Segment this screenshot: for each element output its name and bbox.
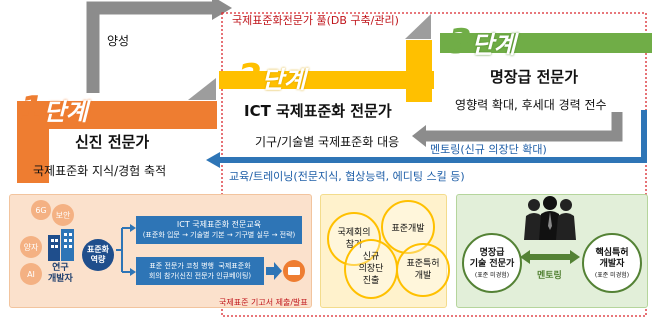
stage1-heading: 1단계: [20, 92, 88, 126]
stage3-heading: 3단계: [448, 25, 516, 59]
nurture-arrow: [86, 1, 214, 93]
stage2-number: 2: [238, 57, 262, 97]
education-arrow: [218, 110, 647, 163]
stage2-desc: 기구/기술별 국제표준화 대응: [255, 135, 400, 149]
stage1-desc: 국제표준화 지식/경험 축적: [33, 164, 167, 178]
training-box: ICT 국제표준화 전문교육 (표준화 입문 → 기술별 기본 → 기구별 실무…: [136, 216, 302, 244]
patent-developer-label: 핵심특허 개발자: [595, 247, 629, 269]
capability-badge: 표준화 역량: [82, 239, 114, 271]
mentoring-double-arrow: [520, 250, 580, 264]
master-expert-sub: (표준 미경험): [474, 271, 510, 279]
stage1-title: 신진 전문가: [75, 133, 150, 151]
stage3-bar: [440, 33, 652, 53]
nurture-label: 양성: [107, 34, 130, 48]
master-expert-circle: 명장급 기술 전문가 (표준 미경험): [462, 233, 522, 293]
master-expert-label: 명장급 기술 전문가: [469, 247, 515, 269]
patent-developer-sub: (표준 미경험): [594, 271, 630, 279]
stage2-bar: [219, 71, 434, 89]
stage1-number: 1: [20, 89, 44, 129]
building-icon: [48, 229, 74, 261]
people-icon: [524, 196, 576, 240]
education-label: 교육/트레이닝(전문지식, 협상능력, 에디팅 스킬 등): [229, 170, 465, 183]
topic-bubble-quantum: 양자: [20, 236, 42, 258]
document-arrow: [266, 260, 305, 282]
branch-connector: [116, 224, 136, 276]
coaching-box-text: 표준 전문가 코칭 병행 국제표준화 회의 참가(신진 전문가 인큐베이팅): [148, 262, 252, 280]
mentoring-label: 멘토링(신규 의장단 확대): [430, 143, 547, 156]
stage2-title: ICT 국제표준화 전문가: [244, 102, 392, 120]
topic-bubble-6g: 6G: [31, 200, 51, 220]
training-box-subtitle: (표준화 입문 → 기술별 기본 → 기구별 실무 → 전략): [142, 231, 296, 239]
activity-circle-new-chair: 신규 의장단 진출: [344, 239, 398, 299]
researcher-label: 연구 개발자: [48, 263, 73, 284]
stage1-word: 단계: [43, 98, 88, 126]
activity-circle-patent: 표준특허 개발: [396, 243, 450, 297]
stage3-title: 명장급 전문가: [490, 68, 579, 86]
expert-pool-box: [221, 12, 647, 317]
stage3-word: 단계: [471, 31, 516, 59]
topic-bubble-security: 보안: [52, 204, 74, 226]
patent-developer-circle: 핵심특허 개발자 (표준 미경험): [582, 233, 642, 293]
stage2-word: 단계: [261, 66, 306, 94]
submit-label: 국제표준 기고서 제출/발표: [219, 298, 308, 307]
training-box-title: ICT 국제표준화 전문교육: [176, 220, 262, 229]
stage3-number: 3: [448, 22, 472, 62]
nurture-arrowhead: [212, 0, 232, 20]
topic-bubble-ai: AI: [20, 263, 42, 285]
stage2-heading: 2단계: [238, 60, 306, 94]
mentoring-inner-label: 멘토링: [537, 271, 562, 281]
mentoring-arrow: [424, 112, 623, 142]
stage3-desc: 영향력 확대, 후세대 경력 전수: [455, 98, 607, 112]
coaching-box: 표준 전문가 코칭 병행 국제표준화 회의 참가(신진 전문가 인큐베이팅): [136, 257, 264, 285]
expert-pool-label: 국제표준화전문가 풀(DB 구축/관리): [232, 14, 399, 27]
